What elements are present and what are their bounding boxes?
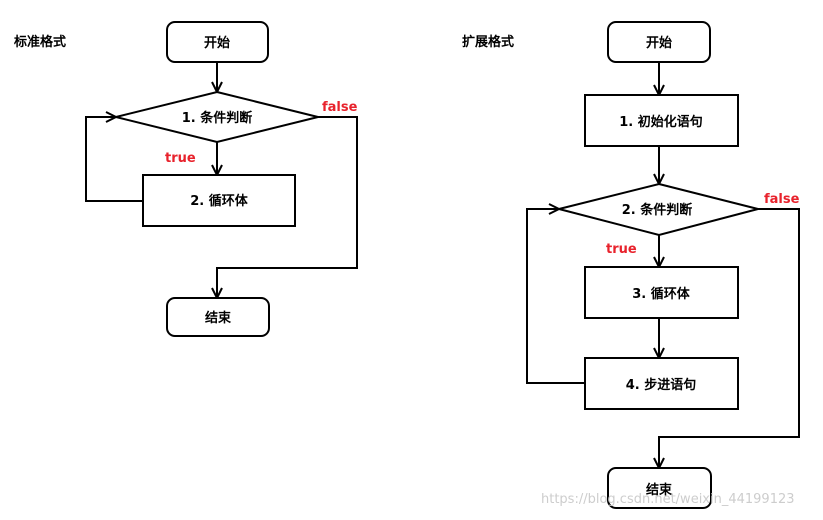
ext-step-label: 4. 步进语句	[626, 377, 697, 393]
std-end-box	[166, 297, 270, 337]
ext-step-box	[584, 357, 739, 410]
extended-format-title: 扩展格式	[462, 35, 515, 50]
std-condition-label: 1. 条件判断	[182, 110, 253, 126]
std-false-label: false	[322, 100, 358, 115]
std-body-box	[142, 174, 296, 227]
std-loop-back-line	[85, 117, 143, 202]
watermark: https://blog.csdn.net/weixin_44199123	[541, 492, 795, 507]
std-start-label: 开始	[204, 35, 230, 51]
ext-init-label: 1. 初始化语句	[619, 114, 703, 130]
ext-condition-label: 2. 条件判断	[622, 202, 693, 218]
extended-flowchart	[526, 21, 800, 509]
standard-flowchart	[85, 21, 358, 337]
std-false-line	[217, 116, 358, 298]
ext-false-label: false	[764, 192, 800, 207]
ext-body-label: 3. 循环体	[632, 286, 691, 302]
ext-init-box	[584, 94, 739, 147]
ext-false-line	[659, 208, 800, 468]
std-body-label: 2. 循环体	[190, 193, 249, 209]
standard-format-title: 标准格式	[14, 35, 67, 50]
ext-body-box	[584, 266, 739, 319]
std-end-label: 结束	[205, 310, 232, 326]
ext-end-box	[607, 467, 712, 509]
ext-end-label: 结束	[646, 482, 673, 498]
std-true-label: true	[165, 151, 196, 166]
ext-loop-back-line	[526, 209, 585, 384]
ext-true-label: true	[606, 242, 637, 257]
ext-start-label: 开始	[646, 35, 672, 51]
